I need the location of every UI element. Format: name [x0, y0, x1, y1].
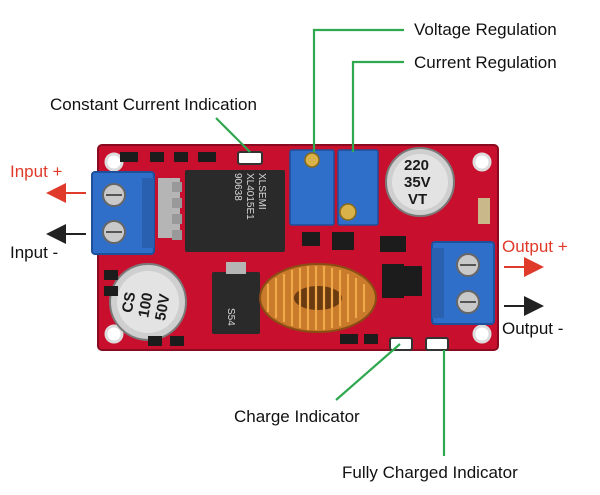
- leader-lines: [215, 28, 446, 456]
- cc-led: [237, 151, 263, 165]
- mount-hole-bl: [104, 324, 124, 344]
- label-output-plus: Output +: [502, 237, 568, 256]
- leader-voltage: [312, 28, 404, 152]
- schottky-diode: S54: [212, 262, 260, 334]
- voltage-potentiometer: [289, 149, 335, 226]
- input-terminal-block: [91, 171, 155, 255]
- label-voltage-regulation: Voltage Regulation: [414, 20, 557, 39]
- cap-left-line1: CS: [119, 291, 139, 314]
- chip-text-line1: XLSEMI: [256, 173, 267, 210]
- toroid-inductor: [259, 263, 377, 333]
- charge-led: [389, 337, 413, 351]
- diode-text: S54: [225, 308, 236, 326]
- cap-left-line3: 50V: [152, 293, 173, 322]
- smd-components: [104, 152, 490, 346]
- current-potentiometer: [337, 149, 379, 226]
- capacitor-220uf: 220 35V VT: [385, 147, 455, 217]
- full-led: [425, 337, 449, 351]
- leader-charge: [335, 343, 401, 401]
- label-input-plus: Input +: [10, 162, 63, 181]
- cap-right-line2: 35V: [404, 174, 431, 191]
- cap-right-line3: VT: [408, 191, 427, 208]
- label-output-minus: Output -: [502, 319, 563, 338]
- leader-constant-current: [215, 117, 251, 153]
- chip-text-line2: XL4015E1: [244, 173, 255, 220]
- mount-hole-tl: [104, 152, 124, 172]
- chip-text-line3: 90638: [232, 173, 243, 201]
- mount-hole-br: [472, 324, 492, 344]
- label-charge-indicator: Charge Indicator: [234, 407, 360, 426]
- capacitor-100uf: CS 100 50V: [109, 263, 187, 341]
- output-terminal-block: [431, 241, 495, 325]
- leader-current: [351, 60, 404, 152]
- label-constant-current-indication: Constant Current Indication: [50, 95, 257, 114]
- cap-right-line1: 220: [404, 157, 429, 174]
- label-current-regulation: Current Regulation: [414, 53, 557, 72]
- mount-hole-tr: [472, 152, 492, 172]
- label-input-minus: Input -: [10, 243, 58, 262]
- label-fully-charged-indicator: Fully Charged Indicator: [342, 463, 518, 482]
- ic-xl4015: XLSEMI XL4015E1 90638: [158, 170, 285, 252]
- cap-left-line2: 100: [135, 291, 156, 319]
